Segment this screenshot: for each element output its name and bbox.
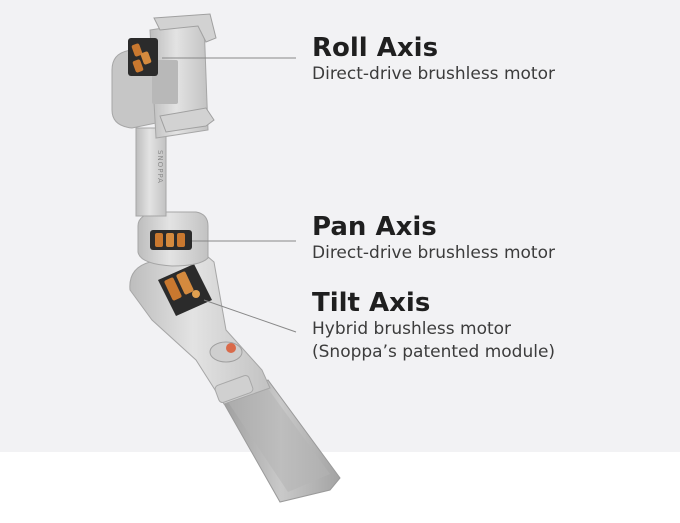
- record-button: [226, 343, 236, 353]
- tilt-axis-desc-line1: Hybrid brushless motor: [312, 319, 512, 339]
- tilt-leader-line: [203, 299, 297, 333]
- phone-clamp: [111, 13, 217, 139]
- pan-axis-desc: Direct-drive brushless motor: [312, 243, 555, 263]
- tilt-axis-desc-line2: (Snoppa’s patented module): [312, 342, 556, 362]
- roll-motor: [128, 38, 158, 76]
- roll-axis-callout: Roll Axis Direct-drive brushless motor: [312, 33, 555, 86]
- pan-axis-title: Pan Axis: [312, 212, 437, 242]
- pan-axis-callout: Pan Axis Direct-drive brushless motor: [312, 212, 555, 265]
- roll-axis-title: Roll Axis: [312, 33, 439, 63]
- roll-axis-desc: Direct-drive brushless motor: [312, 64, 555, 84]
- tilt-axis-title: Tilt Axis: [312, 288, 431, 318]
- pan-motor: [137, 211, 209, 267]
- tilt-motor: [158, 264, 212, 316]
- brand-mark: SNOPPA: [156, 150, 164, 184]
- tilt-axis-callout: Tilt Axis Hybrid brushless motor (Snoppa…: [312, 288, 555, 364]
- control-body: [129, 249, 271, 405]
- vertical-arm: SNOPPA: [135, 127, 167, 217]
- background-footer: [0, 452, 680, 523]
